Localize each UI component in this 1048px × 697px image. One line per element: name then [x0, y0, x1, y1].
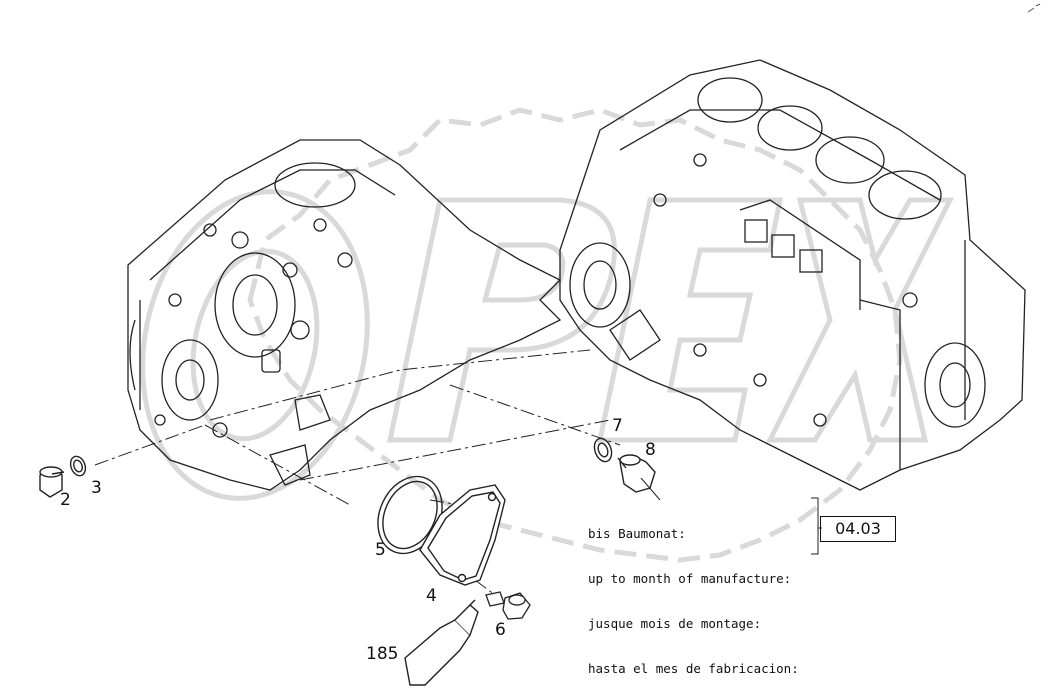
- sealant-tube-part-185: [404, 599, 479, 686]
- callout-4: 4: [426, 586, 437, 606]
- seal-ring-part-7: [593, 437, 613, 463]
- note-line-fr: jusque mois de montage:: [588, 616, 762, 631]
- note-line-de: bis Baumonat:: [588, 526, 686, 541]
- callout-5: 5: [375, 540, 386, 560]
- note-line-en: up to month of manufacture:: [588, 571, 792, 586]
- seal-ring-part-3: [69, 455, 87, 477]
- corner-mark: [1027, 3, 1041, 13]
- screw-part-6: [485, 591, 531, 620]
- engine-block-front: [559, 59, 1026, 491]
- date-code-box: 04.03: [820, 516, 896, 542]
- alignment-lines: [94, 349, 621, 596]
- engine-block-rear: [127, 139, 562, 491]
- plug-part-8: [617, 454, 656, 493]
- callout-6: 6: [495, 620, 506, 640]
- callout-3: 3: [91, 478, 102, 498]
- cover-plate-part-4: [419, 484, 506, 586]
- note-line-es: hasta el mes de fabricacion:: [588, 661, 799, 676]
- watermark-logo: [140, 107, 955, 563]
- callout-185: 185: [366, 644, 399, 664]
- callout-8: 8: [645, 440, 656, 460]
- manufacture-note: bis Baumonat: up to month of manufacture…: [588, 496, 799, 697]
- plug-part-2: [39, 466, 65, 498]
- callout-7: 7: [612, 416, 623, 436]
- callout-2: 2: [60, 490, 71, 510]
